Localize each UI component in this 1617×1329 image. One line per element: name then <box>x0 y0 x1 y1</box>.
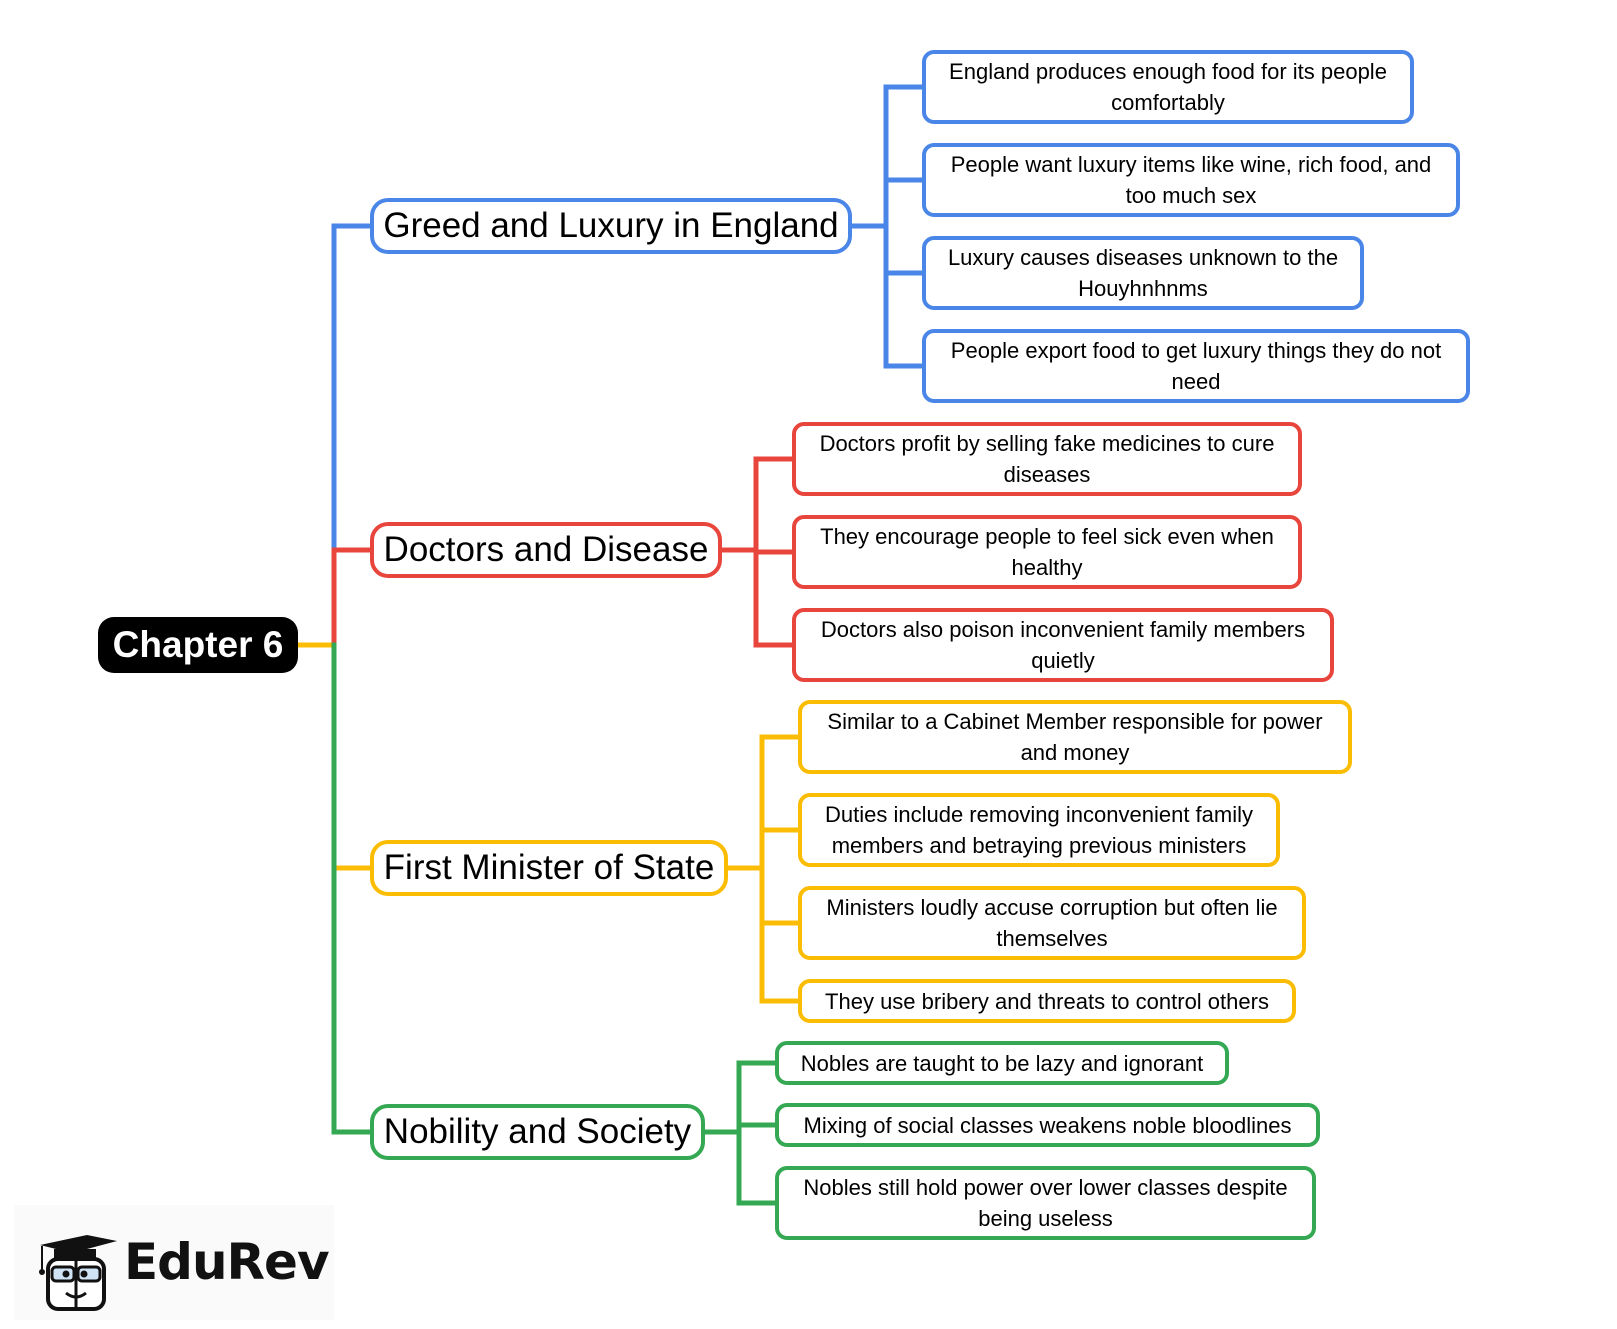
graduation-cap-mascot-icon <box>39 1235 117 1311</box>
branch-node-doctors-disease: Doctors and Disease <box>370 522 722 578</box>
leaf-text: Luxury causes diseases unknown to the Ho… <box>947 245 1339 301</box>
leaf-text: Nobles still hold power over lower class… <box>803 1175 1288 1231</box>
leaf-node: They encourage people to feel sick even … <box>792 515 1302 589</box>
leaf-text: Doctors also poison inconvenient family … <box>820 617 1306 673</box>
leaf-node: Duties include removing inconvenient fam… <box>798 793 1280 867</box>
leaf-node: England produces enough food for its peo… <box>922 50 1414 124</box>
leaf-text: They use bribery and threats to control … <box>825 988 1269 1014</box>
leaf-text: Ministers loudly accuse corruption but o… <box>826 895 1278 951</box>
leaf-text: Doctors profit by selling fake medicines… <box>819 431 1275 487</box>
leaf-text: They encourage people to feel sick even … <box>820 524 1274 580</box>
leaf-node: Doctors profit by selling fake medicines… <box>792 422 1302 496</box>
leaf-node: Luxury causes diseases unknown to the Ho… <box>922 236 1364 310</box>
root-label: Chapter 6 <box>112 624 284 665</box>
leaf-node: Mixing of social classes weakens noble b… <box>775 1103 1320 1147</box>
leaf-node: They use bribery and threats to control … <box>798 979 1296 1023</box>
leaf-node: Doctors also poison inconvenient family … <box>792 608 1334 682</box>
branch-node-first-minister: First Minister of State <box>370 840 728 896</box>
leaf-node: People want luxury items like wine, rich… <box>922 143 1460 217</box>
leaf-text: England produces enough food for its peo… <box>949 59 1387 115</box>
leaf-node: Similar to a Cabinet Member responsible … <box>798 700 1352 774</box>
branch-label: First Minister of State <box>383 848 715 887</box>
leaf-text: Similar to a Cabinet Member responsible … <box>827 709 1323 765</box>
leaf-text: People want luxury items like wine, rich… <box>950 152 1432 208</box>
logo-text: EduRev <box>124 1233 330 1291</box>
leaf-text: People export food to get luxury things … <box>950 338 1442 394</box>
branch-node-greed-luxury: Greed and Luxury in England <box>370 198 852 254</box>
root-node: Chapter 6 <box>98 617 298 673</box>
branch-label: Greed and Luxury in England <box>383 206 839 245</box>
branch-label: Nobility and Society <box>383 1112 692 1151</box>
leaf-node: Nobles still hold power over lower class… <box>775 1166 1316 1240</box>
leaf-text: Nobles are taught to be lazy and ignoran… <box>800 1050 1204 1076</box>
edurev-logo: EduRev <box>14 1205 334 1320</box>
branch-label: Doctors and Disease <box>383 530 709 569</box>
leaf-node: People export food to get luxury things … <box>922 329 1470 403</box>
leaf-node: Ministers loudly accuse corruption but o… <box>798 886 1306 960</box>
leaf-node: Nobles are taught to be lazy and ignoran… <box>775 1041 1229 1085</box>
leaf-text: Mixing of social classes weakens noble b… <box>803 1112 1292 1138</box>
branch-node-nobility-society: Nobility and Society <box>370 1104 705 1160</box>
leaf-text: Duties include removing inconvenient fam… <box>825 802 1253 858</box>
